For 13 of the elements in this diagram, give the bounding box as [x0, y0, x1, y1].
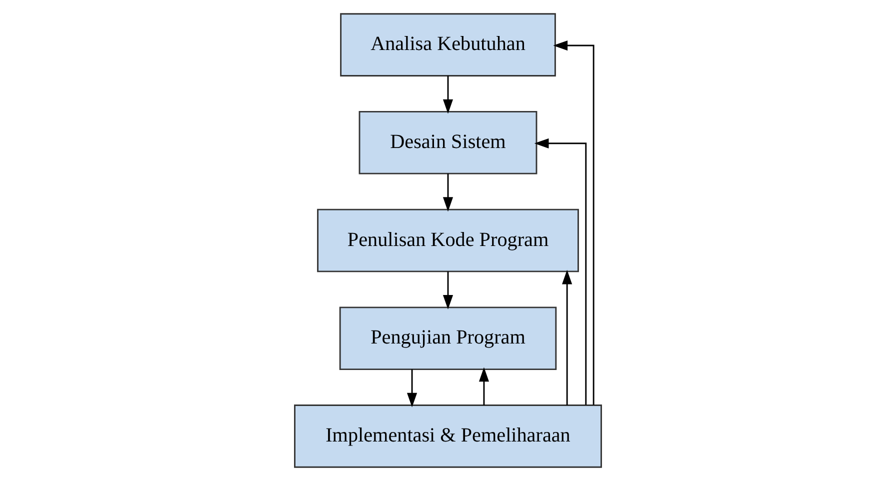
arrow [478, 367, 490, 406]
arrow [442, 174, 454, 212]
arrow [534, 138, 587, 405]
arrow [562, 270, 572, 406]
arrow [442, 271, 454, 310]
node-box: Analisa Kebutuhan [340, 13, 556, 76]
arrow [553, 40, 594, 405]
arrow [406, 369, 418, 408]
node-box: Implementasi & Pemeliharaan [294, 404, 602, 468]
node-box: Penulisan Kode Program [317, 208, 579, 272]
arrow [442, 76, 454, 114]
node-box: Desain Sistem [358, 111, 538, 174]
node-box: Pengujian Program [339, 306, 557, 370]
